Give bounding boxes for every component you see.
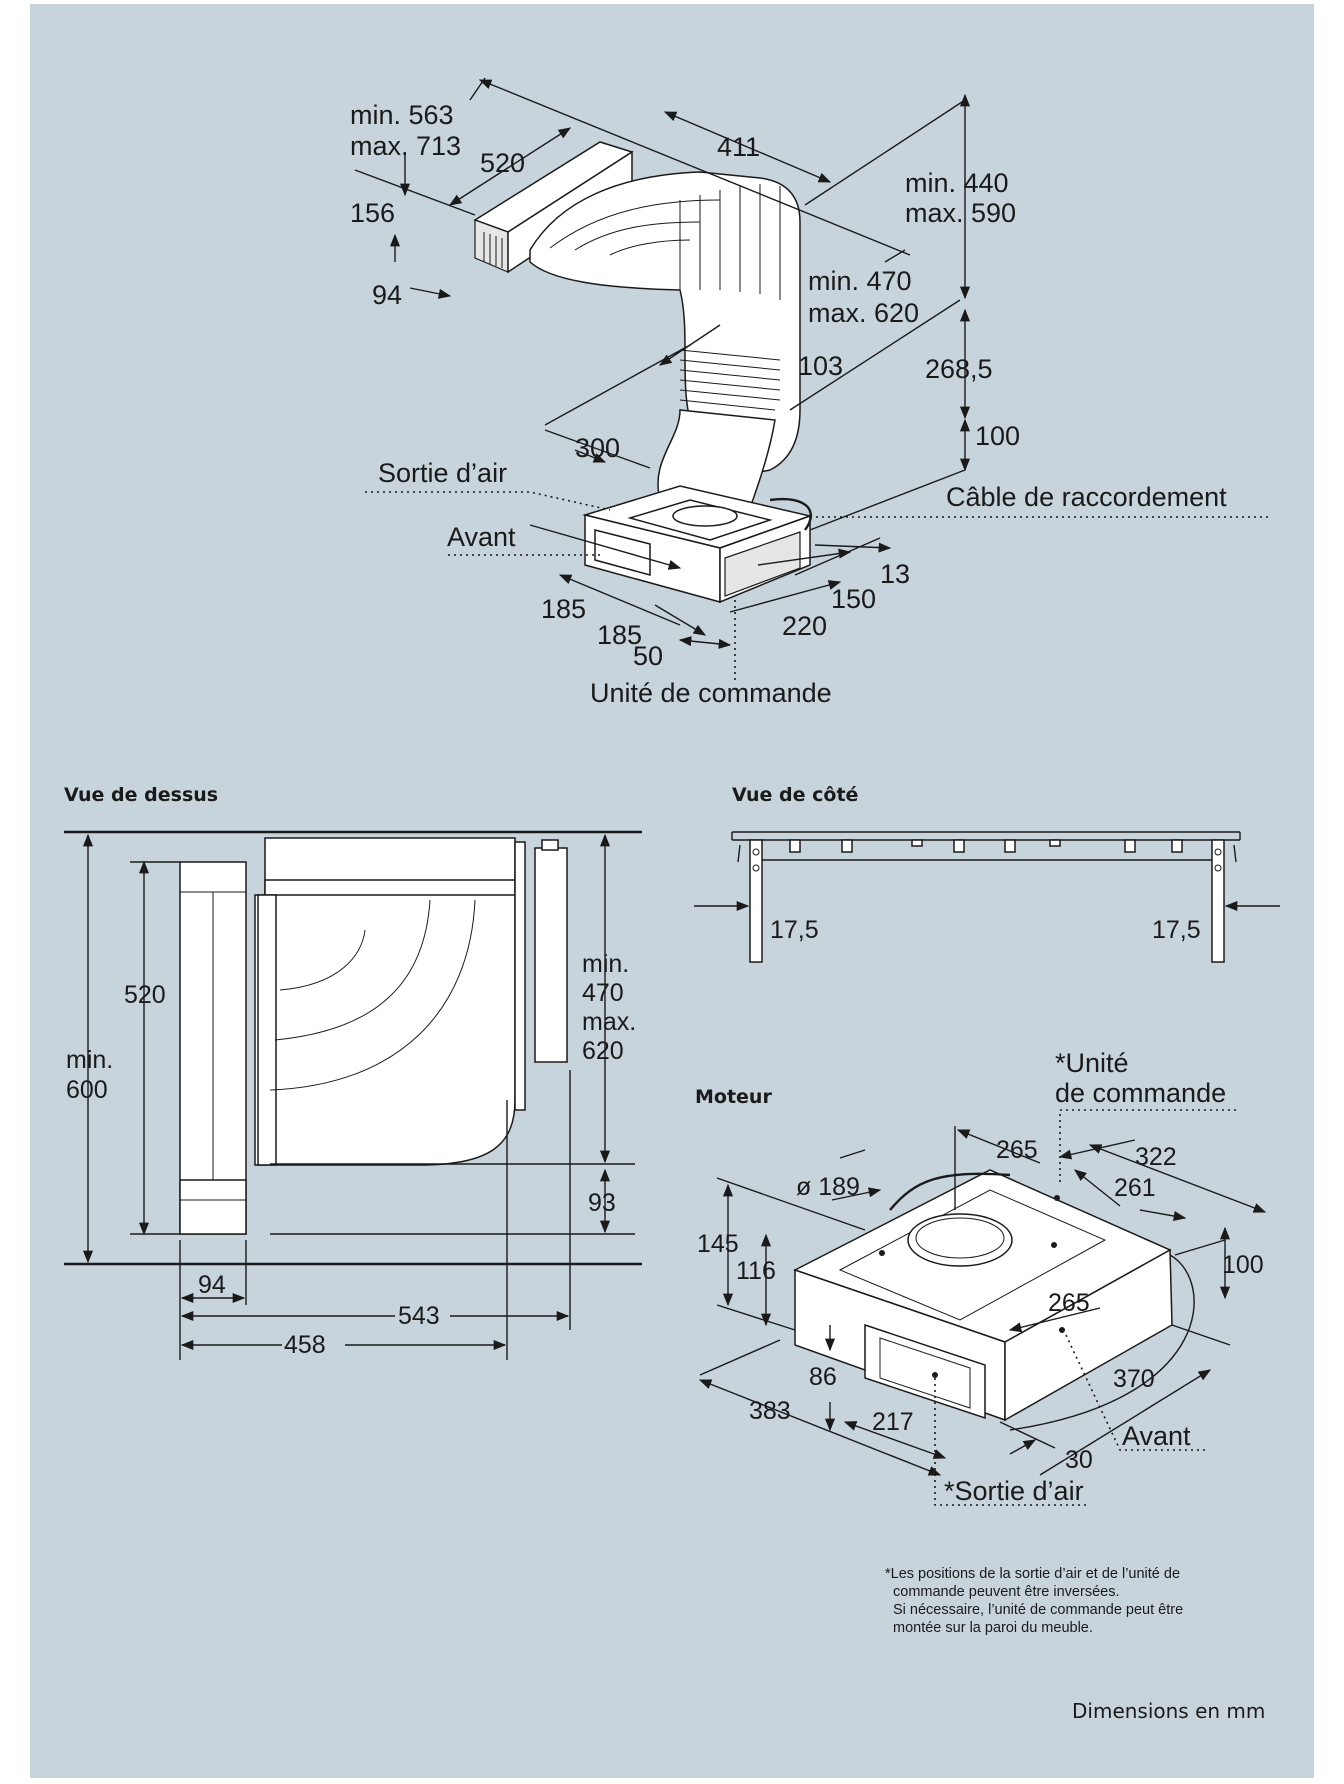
top-dim-min: min.: [66, 1046, 113, 1074]
motor-dim-100: 100: [1222, 1251, 1264, 1279]
top-view: Vue de dessus: [64, 784, 642, 1360]
side-dim-right: 17,5: [1152, 916, 1201, 944]
side-view: Vue de côté 17,5 17,5: [694, 784, 1280, 963]
iso-dim-300: 300: [575, 433, 620, 463]
label-avant: Avant: [447, 522, 516, 552]
iso-dim-max713: max. 713: [350, 131, 461, 161]
top-view-heading: Vue de dessus: [64, 784, 218, 806]
footnote: *Les positions de la sortie d’air et de …: [885, 1566, 1183, 1636]
top-dim-min-b: min.: [582, 950, 629, 978]
label-unite-commande: Unité de commande: [590, 678, 832, 708]
iso-dim-103: 103: [798, 351, 843, 381]
iso-dim-268-5: 268,5: [925, 354, 993, 384]
iso-dim-13: 13: [880, 559, 910, 589]
motor-label-unite-1: *Unité: [1055, 1048, 1129, 1078]
elbow-body: [254, 894, 516, 1166]
top-dim-94: 94: [198, 1271, 226, 1299]
motor-dim-145: 145: [697, 1230, 739, 1258]
iso-dim-max590: max. 590: [905, 198, 1016, 228]
motor-air-outlet: [864, 1323, 986, 1420]
units-note: Dimensions en mm: [1072, 1699, 1265, 1723]
footnote-line-3: Si nécessaire, l’unité de commande peut …: [893, 1602, 1183, 1618]
motor-dim-217: 217: [872, 1408, 914, 1436]
motor-dim-30: 30: [1065, 1446, 1093, 1474]
motor-outlet-ring: [907, 1213, 1013, 1267]
iso-dim-50: 50: [633, 641, 663, 671]
motor-dim-261: 261: [1114, 1174, 1156, 1202]
iso-dim-min470: min. 470: [808, 266, 912, 296]
iso-dim-185b: 185: [597, 620, 642, 650]
side-dim-left: 17,5: [770, 916, 819, 944]
side-left-leg: [749, 839, 763, 963]
motor-heading: Moteur: [695, 1086, 772, 1108]
iso-dim-520: 520: [480, 148, 525, 178]
top-dim-93: 93: [588, 1189, 616, 1217]
motor-cable: [889, 1172, 1011, 1211]
motor-label-sortie: *Sortie d’air: [944, 1476, 1084, 1506]
air-outlet: [594, 529, 651, 576]
iso-dim-411: 411: [717, 132, 760, 162]
iso-dim-150: 150: [831, 584, 876, 614]
top-dim-600: 600: [66, 1076, 108, 1104]
iso-dim-100: 100: [975, 421, 1020, 451]
top-dim-max: max.: [582, 1008, 636, 1036]
label-sortie-air: Sortie d’air: [378, 458, 507, 488]
footnote-line-4: montée sur la paroi du meuble.: [893, 1620, 1093, 1636]
side-right-leg: [1211, 839, 1225, 963]
iso-dim-94: 94: [372, 280, 402, 310]
top-dim-458: 458: [284, 1331, 326, 1359]
motor-label-avant: Avant: [1122, 1421, 1191, 1451]
motor-dim-116: 116: [736, 1257, 776, 1285]
connection-cable: [769, 497, 812, 531]
top-dim-470: 470: [582, 979, 624, 1007]
footnote-line-2: commande peuvent être inversées.: [893, 1584, 1120, 1600]
motor-label-unite-2: de commande: [1055, 1078, 1226, 1108]
motor-dim-265b: 265: [1048, 1289, 1090, 1317]
motor-dim-370: 370: [1113, 1365, 1155, 1393]
isometric-assembly: min. 563 max. 713 520 156 94 411 min. 44…: [350, 77, 1272, 708]
motor-view: Moteur: [695, 1048, 1267, 1506]
iso-dim-220: 220: [782, 611, 827, 641]
top-dim-543: 543: [398, 1302, 440, 1330]
top-dim-620: 620: [582, 1037, 624, 1065]
motor-dim-265a: 265: [996, 1136, 1038, 1164]
footnote-line-1: *Les positions de la sortie d’air et de …: [885, 1566, 1180, 1582]
control-box: [534, 847, 568, 1063]
motor-dim-dia189: ø 189: [796, 1173, 860, 1201]
iso-dim-max620: max. 620: [808, 298, 919, 328]
top-dim-520: 520: [124, 981, 166, 1009]
iso-dim-min440: min. 440: [905, 168, 1009, 198]
iso-dim-156: 156: [350, 198, 395, 228]
side-view-heading: Vue de côté: [732, 784, 858, 806]
motor-dim-86: 86: [809, 1363, 837, 1391]
motor-dim-322: 322: [1135, 1143, 1177, 1171]
label-cable: Câble de raccordement: [946, 482, 1227, 512]
elbow-duct: [529, 171, 801, 481]
motor-dim-383: 383: [749, 1397, 791, 1425]
iso-dim-min563: min. 563: [350, 100, 454, 130]
iso-dim-185a: 185: [541, 594, 586, 624]
